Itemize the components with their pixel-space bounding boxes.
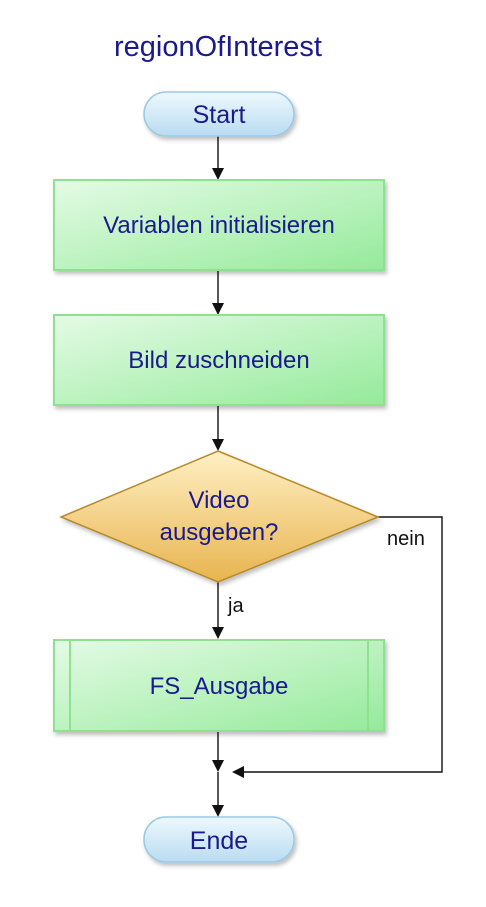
init-process-node[interactable]: [53, 179, 385, 271]
diagram-title: regionOfInterest: [114, 31, 322, 63]
crop-process-shape: [53, 314, 385, 406]
decision-label-line-1: Video: [189, 487, 250, 514]
start-node-label: Start: [193, 101, 246, 129]
arrowhead-crop-to-decision: [212, 439, 224, 451]
decision-label-line-2: ausgeben?: [160, 519, 279, 546]
init-process-label: Variablen initialisieren: [103, 212, 335, 239]
crop-process-label: Bild zuschneiden: [128, 347, 309, 374]
crop-process-node[interactable]: [53, 314, 385, 406]
start-node[interactable]: [143, 91, 295, 137]
end-node-shape: [143, 816, 295, 863]
arrowhead-output-to-merge: [212, 760, 224, 772]
end-node[interactable]: [143, 816, 295, 863]
edges: [212, 136, 443, 817]
arrowhead-start-to-init: [212, 168, 224, 180]
arrowhead-decision-no: [232, 766, 244, 778]
arrowhead-decision-yes: [212, 627, 224, 639]
output-subprocess-shape: [53, 639, 385, 732]
start-node-shape: [143, 91, 295, 137]
edge-label-yes: ja: [227, 595, 244, 617]
video-output-decision-node[interactable]: [59, 450, 380, 583]
output-subprocess-node[interactable]: [53, 639, 385, 732]
arrowhead-init-to-crop: [212, 303, 224, 315]
end-node-label: Ende: [190, 827, 248, 855]
output-subprocess-label: FS_Ausgabe: [150, 673, 289, 700]
edge-label-no: nein: [387, 528, 425, 550]
edge-decision-no: [244, 516, 443, 773]
decision-shape: [59, 450, 380, 583]
arrowhead-merge-to-end: [212, 805, 224, 817]
init-process-shape: [53, 179, 385, 271]
